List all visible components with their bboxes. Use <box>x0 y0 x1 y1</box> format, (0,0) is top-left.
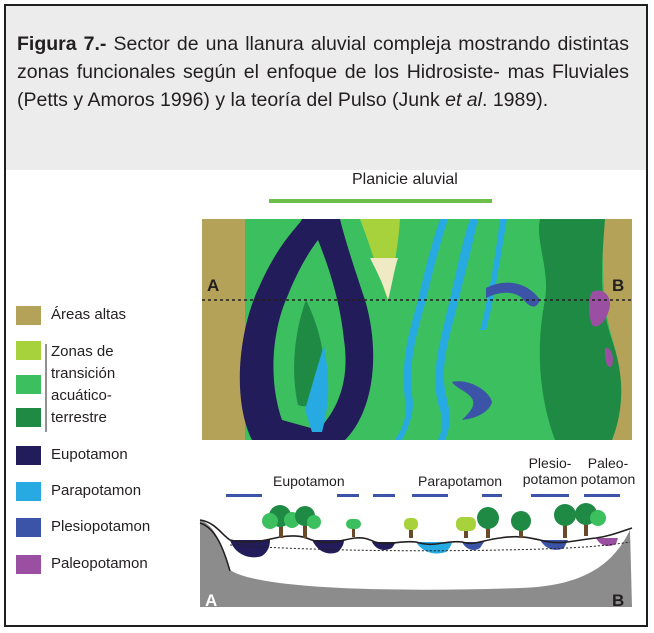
legend-label-plesiopotamon: Plesiopotamon <box>51 518 151 535</box>
paleopotamon-2 <box>604 347 613 368</box>
transition-dark-right <box>538 219 622 440</box>
zone-bar-7 <box>584 494 620 497</box>
zone-bar-1 <box>226 494 262 497</box>
zone-label-paleo-2: potamon <box>580 471 636 487</box>
legend-label-transition-1: Zonas de <box>51 343 114 360</box>
tree-group-3 <box>404 518 418 538</box>
planicie-title: Planicie aluvial <box>352 171 458 188</box>
zone-bar-5 <box>482 494 502 497</box>
caption-line-4: . 1989). <box>481 89 549 111</box>
zone-bar-2 <box>337 494 359 497</box>
section-paleopotamon <box>596 538 618 546</box>
legend-swatch-transition-mid <box>16 375 41 394</box>
map-marker-b: B <box>612 276 625 295</box>
section-marker-b: B <box>612 591 625 610</box>
legend-label-transition-3: acuático- <box>51 387 112 404</box>
section-eupotamon-1 <box>230 540 270 558</box>
floodplain-map <box>202 219 632 440</box>
legend-swatch-transition-dark <box>16 408 41 427</box>
section-plesio-1 <box>462 542 484 550</box>
parapotamon-inner <box>305 345 329 432</box>
ground-body <box>200 520 632 607</box>
zone-label-paleo: Paleo- potamon <box>580 455 636 487</box>
parapotamon-strand-3 <box>480 219 507 330</box>
zone-label-parapotamon: Parapotamon <box>418 473 503 489</box>
cross-section <box>199 494 633 607</box>
section-marker-a: A <box>205 591 218 610</box>
legend-swatch-paleopotamon <box>16 555 41 574</box>
legend-label-paleopotamon: Paleopotamon <box>51 555 148 572</box>
figure-frame <box>4 4 648 627</box>
caption-line-2: distintas zonas funcionales según el enf… <box>17 33 629 83</box>
ground-outline-left <box>199 522 231 572</box>
legend-label-eupotamon: Eupotamon <box>51 446 128 463</box>
tree-group-4 <box>456 507 531 538</box>
legend-label-parapotamon: Parapotamon <box>51 482 142 499</box>
zone-label-plesio: Plesio- potamon <box>522 455 578 487</box>
planicie-bar <box>269 199 492 203</box>
zone-label-plesio-2: potamon <box>522 471 578 487</box>
tree-group-5 <box>554 503 606 538</box>
legend-swatch-high-areas <box>16 306 41 325</box>
legend-swatch-transition-light <box>16 341 41 360</box>
surface-line <box>199 519 633 546</box>
tree-group-1 <box>262 505 321 538</box>
tree-group-2 <box>346 519 361 537</box>
legend-label-transition-2: transición <box>51 365 116 382</box>
legend-swatch-parapotamon <box>16 482 41 501</box>
map-marker-a: A <box>207 276 220 295</box>
section-eupotamon-2 <box>312 540 344 554</box>
zone-label-plesio-1: Plesio- <box>528 455 572 471</box>
parapotamon-strand-1 <box>395 219 448 440</box>
water-table-line <box>229 541 631 552</box>
caption-line-1: Sector de una llanura aluvial compleja m… <box>106 33 551 55</box>
zone-label-paleo-1: Paleo- <box>587 455 629 471</box>
zone-bar-6 <box>531 494 569 497</box>
zone-bar-4 <box>412 494 448 497</box>
figure-caption: Figura 7.- Sector de una llanura aluvial… <box>17 30 629 114</box>
zone-label-eupotamon: Eupotamon <box>273 473 345 489</box>
figure-label: Figura 7.- <box>17 33 107 55</box>
caption-etal: et al <box>445 89 482 111</box>
legend-swatch-plesiopotamon <box>16 518 41 537</box>
legend-label-high-areas: Áreas altas <box>51 306 127 323</box>
parapotamon-strand-2 <box>435 219 478 440</box>
caption-box <box>6 6 646 170</box>
plesiopotamon-2 <box>452 381 492 420</box>
caption-line-3: mas Fluviales (Petts y Amoros 1996) y la… <box>17 61 630 111</box>
legend-swatch-eupotamon <box>16 446 41 465</box>
zone-bar-3 <box>373 494 395 497</box>
legend-label-transition-4: terrestre <box>51 409 107 426</box>
section-eupotamon-3 <box>372 542 396 550</box>
sand-bar <box>370 258 398 300</box>
